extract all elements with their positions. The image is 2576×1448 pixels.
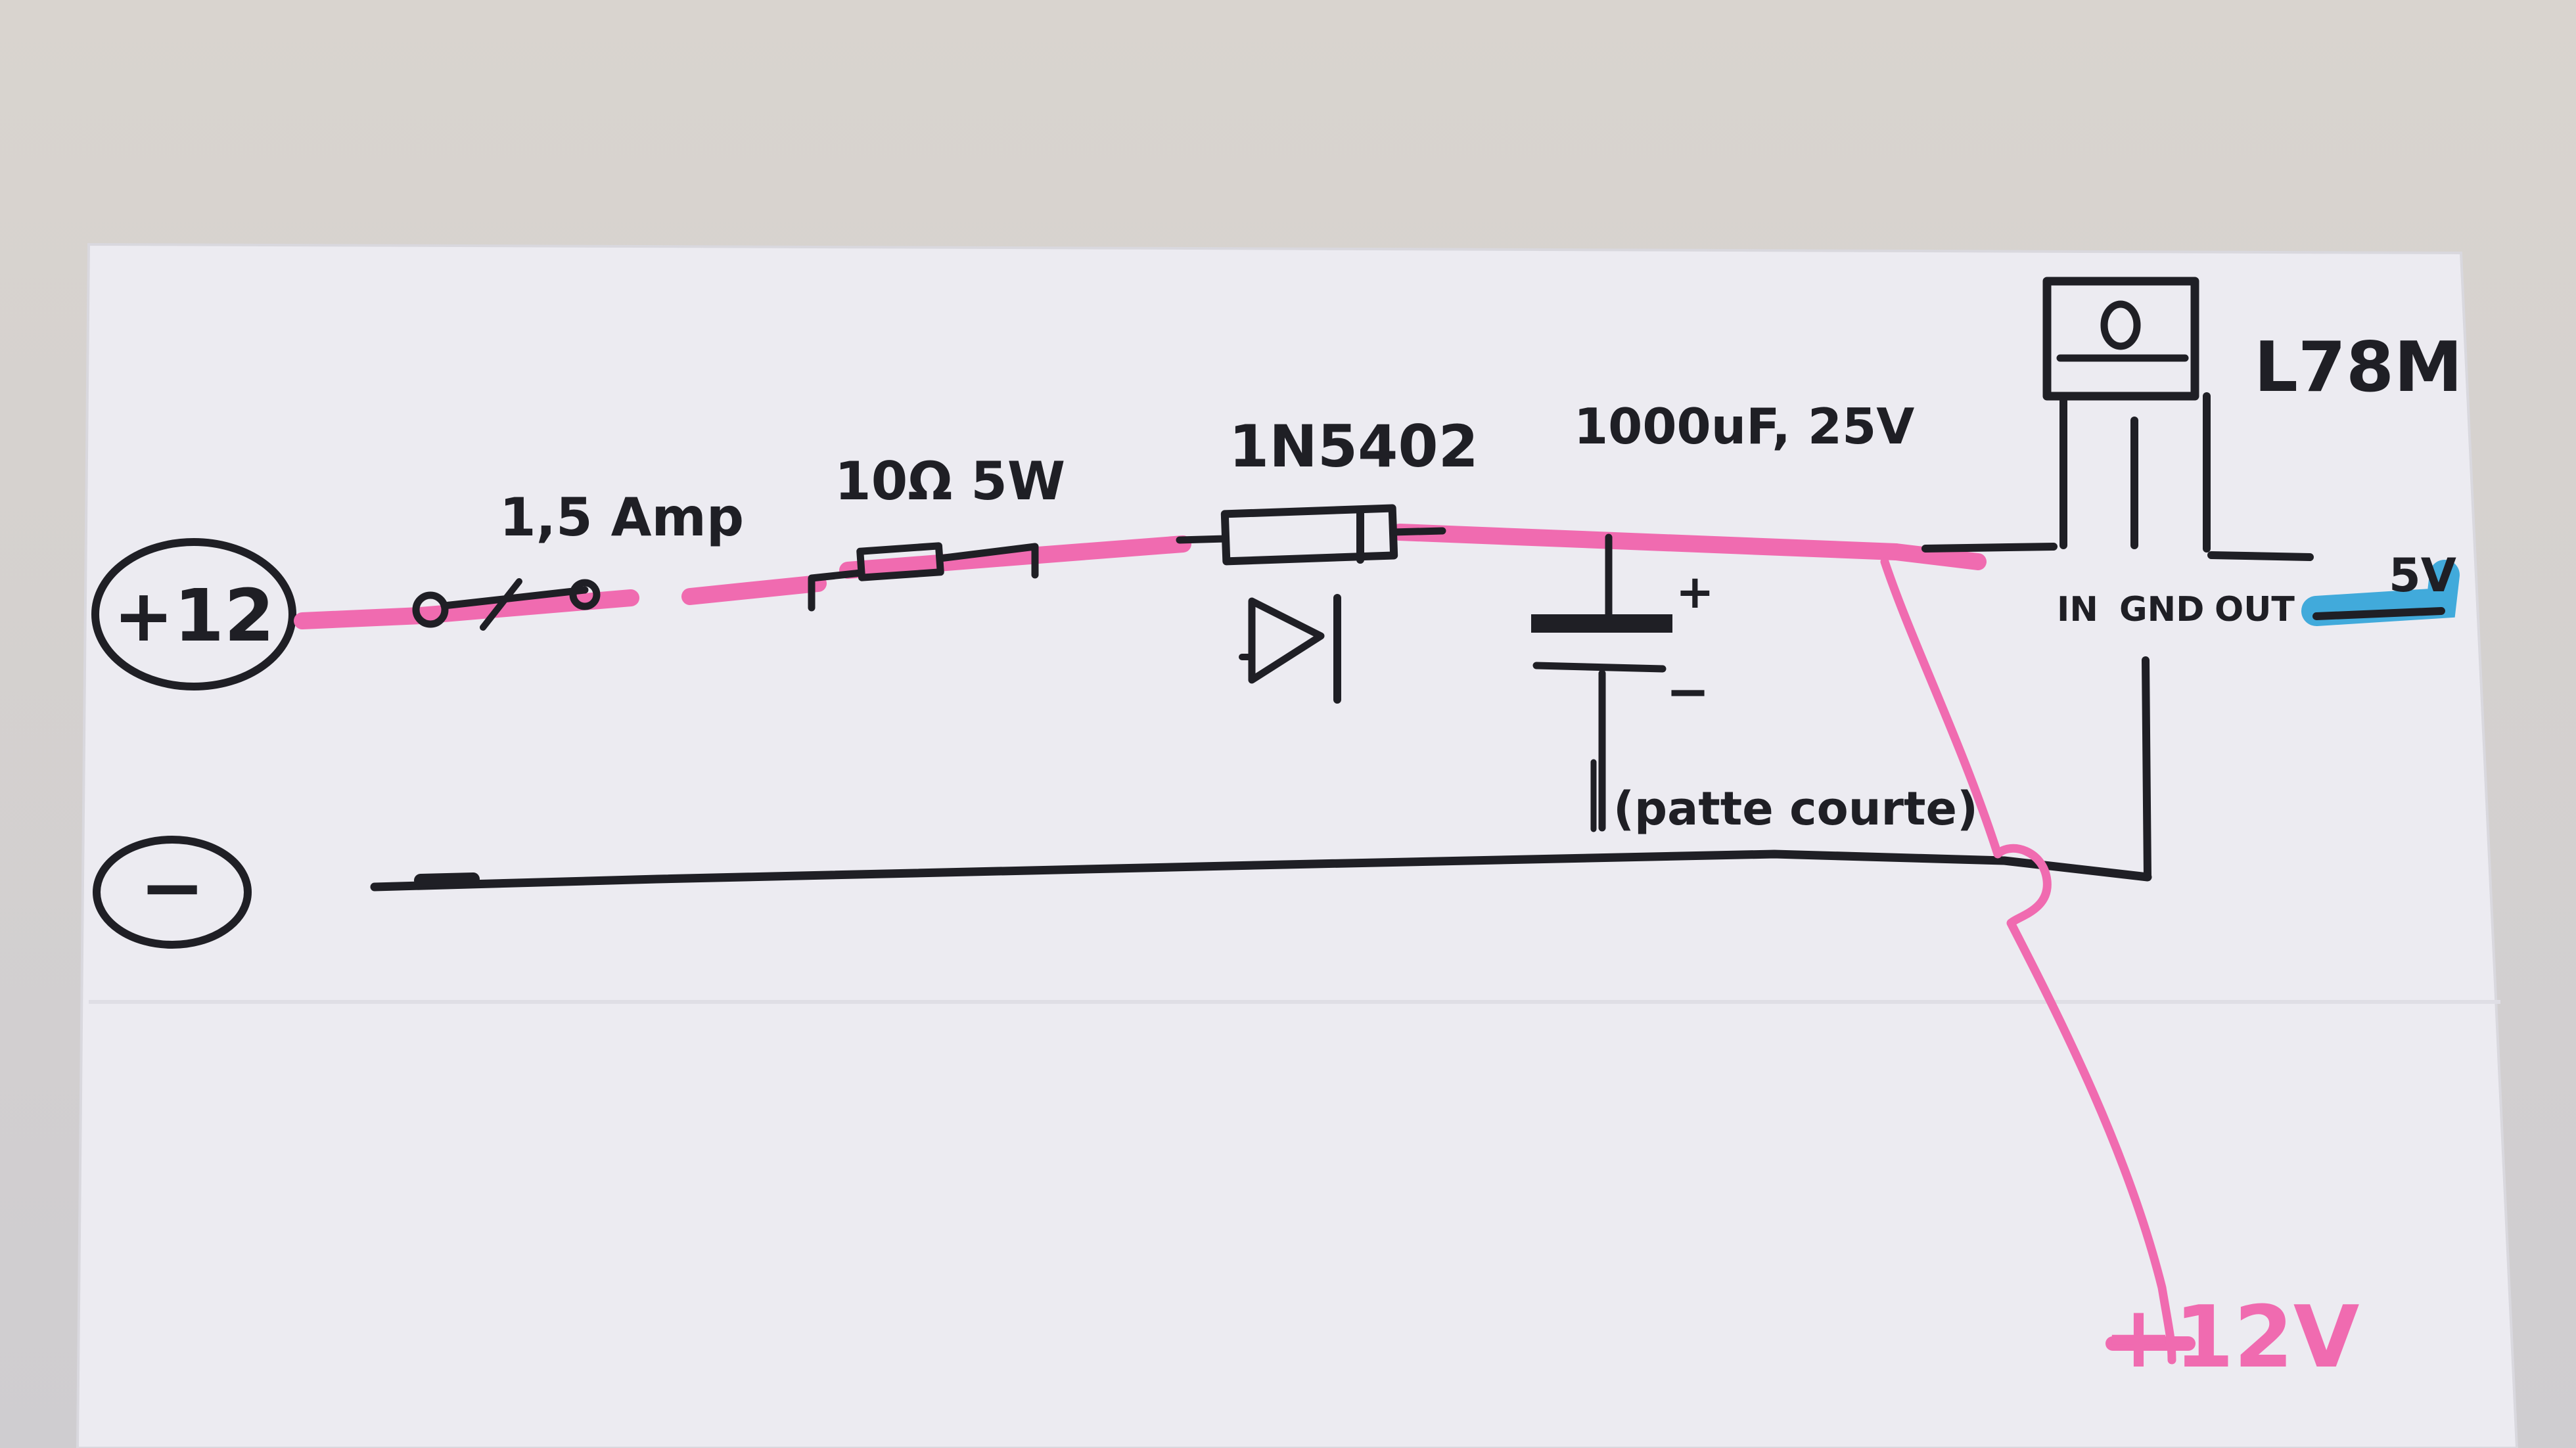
regulator-input-lead xyxy=(1921,543,2058,553)
diode: 1N5402 xyxy=(1176,413,1479,704)
pin-in-label: IN xyxy=(2057,590,2098,629)
ground-rail-start-mark xyxy=(414,872,480,887)
minus-terminal: − xyxy=(93,836,252,949)
regulator-tab xyxy=(2042,277,2199,401)
output-12v-wire xyxy=(1880,557,2176,1365)
capacitor-label: 1000uF, 25V xyxy=(1574,397,1914,455)
pin-gnd-label: GND xyxy=(2119,590,2204,629)
regulator-label: L78M xyxy=(2254,327,2463,407)
output-5v-wire xyxy=(2312,607,2445,620)
output-5v-highlight xyxy=(2301,560,2460,626)
diode-symbol xyxy=(1239,594,1341,704)
fuse-slash xyxy=(480,578,522,631)
plus-terminal-label: +12 xyxy=(113,574,274,658)
voltage-regulator: L78M IN GND OUT xyxy=(1921,277,2463,881)
resistor-label: 10Ω 5W xyxy=(835,451,1065,512)
rail-segment-resistor xyxy=(681,575,827,605)
fuse-contact-left xyxy=(412,591,449,628)
capacitor-note: (patte courte) xyxy=(1613,782,1978,836)
diode-label: 1N5402 xyxy=(1229,413,1479,480)
diode-lead-right xyxy=(1389,527,1446,536)
ground-rail-wire xyxy=(370,849,2152,892)
rail-segment-to-regulator xyxy=(1887,543,1987,570)
rail-segment-after-diode xyxy=(1391,524,1904,560)
pin-out-label: OUT xyxy=(2215,590,2295,629)
capacitor-plus-mark: + xyxy=(1676,565,1714,619)
regulator-output-lead xyxy=(2207,551,2314,561)
minus-terminal-circle xyxy=(93,836,252,949)
minus-terminal-label: − xyxy=(139,842,206,934)
capacitor-minus-mark: − xyxy=(1666,661,1710,722)
diode-lead-left xyxy=(1176,535,1230,544)
regulator-gnd-wire xyxy=(2142,656,2151,881)
resistor-lead-right xyxy=(936,543,1039,579)
output-12v: +12V xyxy=(1880,557,2359,1387)
fuse: 1,5 Amp xyxy=(412,487,744,631)
output-5v: 5V xyxy=(2301,549,2460,626)
diode-symbol-triangle xyxy=(1248,597,1325,684)
capacitor: + − 1000uF, 25V (patte courte) xyxy=(1531,397,1978,836)
regulator-mounting-hole xyxy=(2100,300,2141,350)
output-5v-label: 5V xyxy=(2389,549,2456,602)
ground-rail xyxy=(370,849,2152,892)
resistor-lead-left xyxy=(808,569,865,612)
rail-segment-input xyxy=(294,607,429,629)
plus-terminal-circle xyxy=(91,538,296,690)
plus-terminal: +12 xyxy=(91,538,296,690)
fuse-label: 1,5 Amp xyxy=(499,487,744,548)
fuse-blade xyxy=(440,586,589,610)
output-12v-label: +12V xyxy=(2103,1287,2359,1387)
capacitor-plate-positive xyxy=(1531,614,1672,633)
capacitor-plate-negative xyxy=(1532,662,1667,673)
rail-segment-to-diode xyxy=(1030,535,1191,564)
resistor: 10Ω 5W xyxy=(808,451,1065,612)
